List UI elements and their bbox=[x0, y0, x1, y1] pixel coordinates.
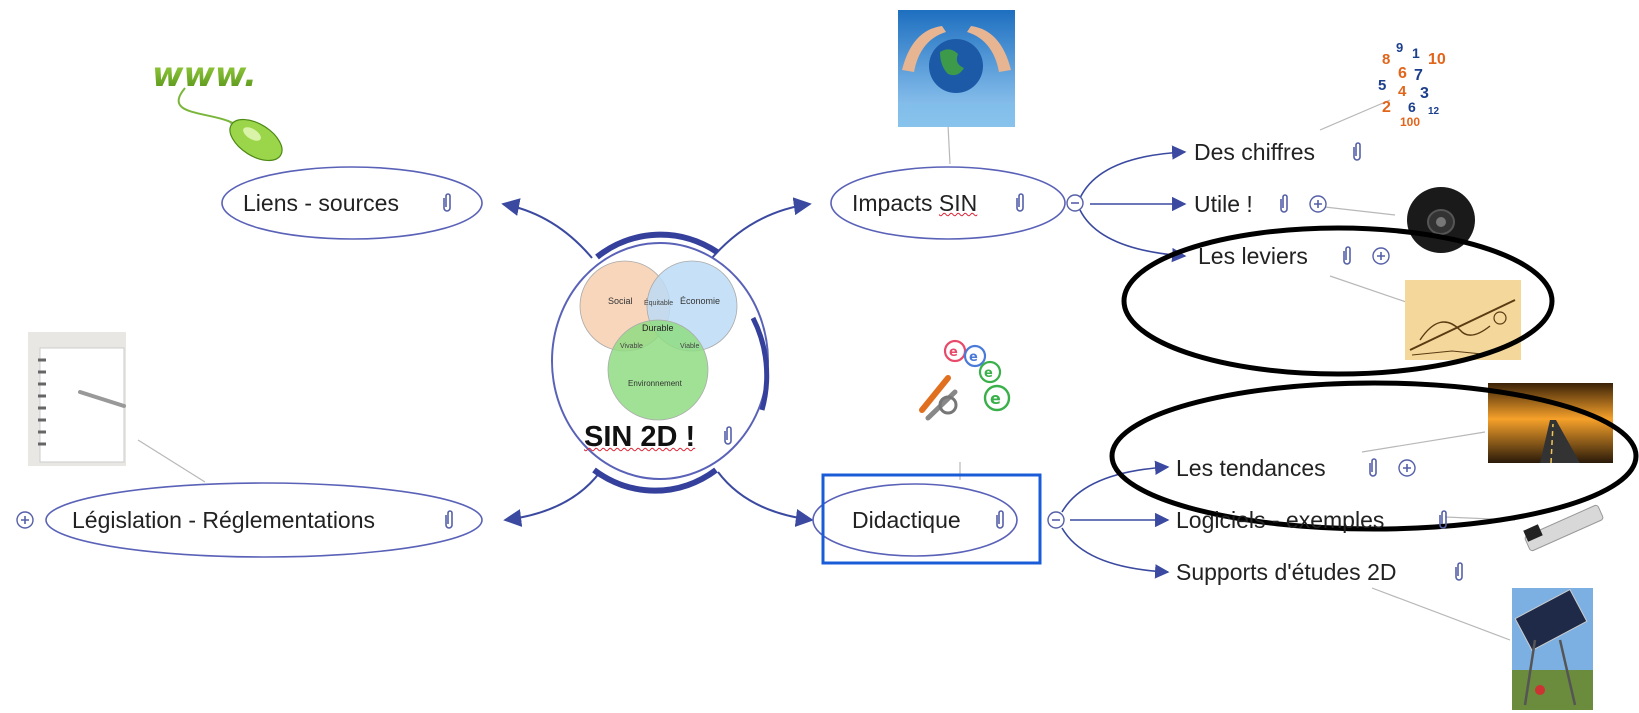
expand-icon[interactable] bbox=[16, 511, 34, 529]
paperclip-icon[interactable] bbox=[993, 509, 1007, 531]
node-legislation-outline[interactable] bbox=[45, 482, 483, 558]
child-des-chiffres[interactable]: Des chiffres bbox=[1194, 139, 1316, 165]
svg-text:Durable: Durable bbox=[642, 323, 674, 333]
svg-text:9: 9 bbox=[1396, 40, 1403, 55]
svg-text:e: e bbox=[949, 345, 958, 360]
svg-text:e: e bbox=[969, 350, 978, 365]
earth-hands-image bbox=[898, 10, 1015, 127]
paperclip-icon[interactable] bbox=[1277, 193, 1291, 215]
child-les-leviers[interactable]: Les leviers bbox=[1198, 243, 1308, 269]
svg-text:1: 1 bbox=[1412, 45, 1420, 61]
svg-text:5: 5 bbox=[1378, 77, 1386, 94]
svg-text:7: 7 bbox=[1414, 67, 1423, 84]
paperclip-icon[interactable] bbox=[440, 192, 454, 214]
svg-text:e: e bbox=[984, 366, 993, 381]
svg-text:e: e bbox=[990, 389, 1001, 408]
node-didactique-outline[interactable] bbox=[812, 483, 1018, 557]
node-impacts-label[interactable]: Impacts SIN bbox=[852, 190, 977, 217]
expand-icon[interactable] bbox=[1309, 195, 1327, 213]
svg-text:www.: www. bbox=[152, 55, 257, 95]
node-liens-outline[interactable] bbox=[221, 166, 483, 240]
svg-text:3: 3 bbox=[1420, 85, 1429, 102]
sunset-road-image bbox=[1488, 383, 1613, 464]
node-didactique-label[interactable]: Didactique bbox=[852, 507, 961, 533]
connector-didactique bbox=[717, 471, 814, 527]
main-connectors bbox=[501, 197, 814, 527]
connector-les-tendances bbox=[1061, 460, 1170, 513]
connector-liens bbox=[501, 198, 593, 259]
paperclip-icon[interactable] bbox=[1350, 141, 1364, 163]
paperclip-icon[interactable] bbox=[1452, 561, 1466, 583]
svg-text:Vivable: Vivable bbox=[620, 343, 643, 350]
svg-text:6: 6 bbox=[1398, 65, 1407, 82]
spellcheck-word: SIN bbox=[938, 190, 978, 216]
connector-legislation bbox=[503, 471, 601, 527]
node-legislation-label[interactable]: Législation - Réglementations bbox=[72, 507, 376, 533]
tools-image: e e e e bbox=[919, 339, 1011, 421]
svg-text:Économie: Économie bbox=[680, 296, 720, 306]
annotation-circle-leviers bbox=[1121, 225, 1555, 377]
annotation-circle-tendances bbox=[1109, 380, 1639, 532]
svg-text:Viable: Viable bbox=[680, 343, 699, 350]
child-logiciels-exemples[interactable]: Logiciels - exemples bbox=[1176, 507, 1385, 533]
impacts-label-text: Impacts SIN bbox=[852, 190, 978, 216]
child-les-tendances[interactable]: Les tendances bbox=[1176, 455, 1326, 481]
center-title[interactable]: SIN 2D ! bbox=[584, 421, 696, 453]
collapse-icon[interactable] bbox=[1047, 511, 1065, 529]
node-liens-label[interactable]: Liens - sources bbox=[243, 190, 399, 216]
selection-box bbox=[821, 473, 1042, 565]
svg-text:4: 4 bbox=[1398, 83, 1407, 100]
branch-connectors bbox=[1061, 145, 1187, 579]
expand-icon[interactable] bbox=[1398, 459, 1416, 477]
connector-supports bbox=[1061, 527, 1170, 579]
paperclip-icon[interactable] bbox=[1013, 192, 1027, 214]
paperclip-icon[interactable] bbox=[442, 509, 456, 531]
svg-text:12: 12 bbox=[1428, 106, 1440, 117]
www-mouse-image: www. bbox=[152, 55, 283, 162]
venn-diagram: Social Économie Environnement Durable Éq… bbox=[579, 260, 738, 421]
svg-text:6: 6 bbox=[1408, 99, 1416, 115]
paperclip-icon[interactable] bbox=[1436, 509, 1450, 531]
svg-text:100: 100 bbox=[1400, 115, 1420, 129]
paperclip-icon[interactable] bbox=[721, 425, 735, 447]
connector-les-leviers bbox=[1079, 209, 1187, 263]
node-impacts-outline[interactable] bbox=[830, 166, 1066, 240]
child-supports-etudes[interactable]: Supports d'études 2D bbox=[1176, 559, 1397, 585]
collapse-icon[interactable] bbox=[1066, 194, 1084, 212]
notebook-image bbox=[28, 332, 126, 466]
child-utile[interactable]: Utile ! bbox=[1194, 191, 1253, 217]
svg-text:Environnement: Environnement bbox=[628, 379, 683, 388]
expand-icon[interactable] bbox=[1372, 247, 1390, 265]
paperclip-icon[interactable] bbox=[1366, 457, 1380, 479]
paperclip-icon[interactable] bbox=[1340, 245, 1354, 267]
center-node[interactable]: Social Économie Environnement Durable Éq… bbox=[551, 231, 770, 494]
usb-stick-image bbox=[1523, 504, 1604, 552]
connector-des-chiffres bbox=[1079, 145, 1187, 199]
numbers-image: 8 9 1 10 6 7 5 4 3 2 6 12 100 bbox=[1378, 40, 1446, 129]
svg-text:2: 2 bbox=[1382, 99, 1391, 116]
connector-impacts bbox=[711, 197, 812, 259]
svg-text:Social: Social bbox=[608, 296, 633, 306]
solar-support-image bbox=[1512, 588, 1593, 710]
svg-text:Équitable: Équitable bbox=[644, 298, 673, 307]
svg-text:10: 10 bbox=[1428, 51, 1446, 68]
svg-text:8: 8 bbox=[1382, 51, 1390, 68]
